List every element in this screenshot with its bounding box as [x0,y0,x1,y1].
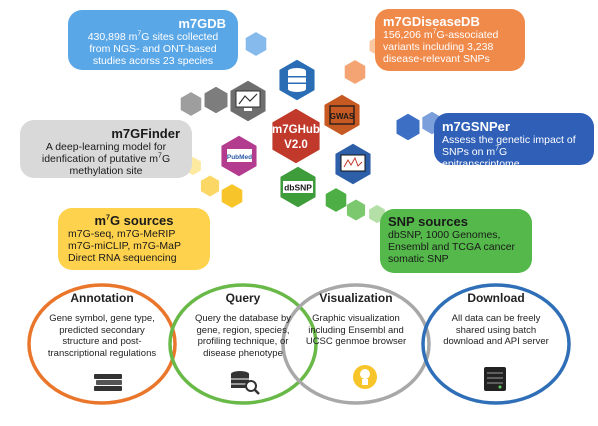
m7gdb-text: 430,898 m7G sites collected from NGS- an… [87,30,219,68]
finder-text: A deep-learning model for idenfication o… [41,141,171,177]
snp-sources-title: SNP sources [388,214,468,229]
dna-chip-icon: GWAS [324,94,360,136]
query-title: Query [225,291,261,305]
visualization-text: Graphic visualization including Ensembl … [305,313,407,347]
database-icon [279,59,315,101]
monitor-chart-icon [230,80,266,122]
annotation-text: Gene symbol, gene type, predicted second… [47,313,157,359]
hub-hexagon: m7GHub V2.0 [272,108,320,164]
visualization-feature: Visualization Graphic visualization incl… [300,291,412,348]
visualization-ring [281,283,431,405]
feature-rings [27,283,571,405]
sources-text: m7G-seq, m7G-MeRIP m7G-miCLIP, m7G-MaP D… [68,228,181,264]
query-ring [168,283,318,405]
pubmed-label: PubMed [227,154,252,161]
hexagon-trail-green [325,188,385,224]
m7gdb-title: m7GDB [178,16,226,31]
server-icon [484,367,506,391]
m7gdiseasedb-card: m7GDiseaseDB 156,206 m7G-associated vari… [375,9,525,71]
snp-sources-text: dbSNP, 1000 Genomes, Ensembl and TCGA ca… [388,229,516,265]
download-text: All data can be freely shared using batc… [443,313,549,347]
snp-sources-card: SNP sources dbSNP, 1000 Genomes, Ensembl… [380,209,532,273]
hub-title: m7GHub [272,124,320,136]
m7g-sources-card: m7G sources m7G-seq, m7G-MeRIP m7G-miCLI… [58,208,210,270]
download-title: Download [467,291,525,305]
snper-text: Assess the genetic impact of SNPs on m7G… [442,134,576,170]
hexagon-trail-grey [180,86,228,116]
dbsnp-label: dbSNP [284,183,312,193]
m7gsnper-card: m7GSNPer Assess the genetic impact of SN… [434,113,594,170]
m7gdb-card: m7GDB 430,898 m7G sites collected from N… [68,10,238,70]
pubmed-icon: PubMed [221,135,257,177]
download-ring [421,283,571,405]
query-text: Query the database by gene, region, spec… [194,313,292,359]
annotation-feature: Annotation Gene symbol, gene type, predi… [46,291,158,359]
database-search-icon [231,371,260,395]
sources-title: m7G sources [94,213,174,228]
books-icon [94,374,122,391]
lightbulb-icon [353,365,377,389]
dbsnp-icon: dbSNP [280,166,316,208]
gwas-label: GWAS [330,112,355,121]
chart-screen-icon [335,143,371,185]
disease-title: m7GDiseaseDB [383,14,480,29]
disease-text: 156,206 m7G-associated variants includin… [383,28,499,66]
download-feature: Download All data can be freely shared u… [440,291,552,348]
m7gfinder-card: m7GFinder A deep-learning model for iden… [20,120,192,178]
finder-title: m7GFinder [111,126,180,141]
annotation-title: Annotation [70,291,134,305]
visualization-title: Visualization [319,291,393,305]
annotation-ring [27,283,177,405]
query-feature: Query Query the database by gene, region… [187,291,299,359]
snper-title: m7GSNPer [442,119,510,134]
hub-version: V2.0 [284,139,308,151]
